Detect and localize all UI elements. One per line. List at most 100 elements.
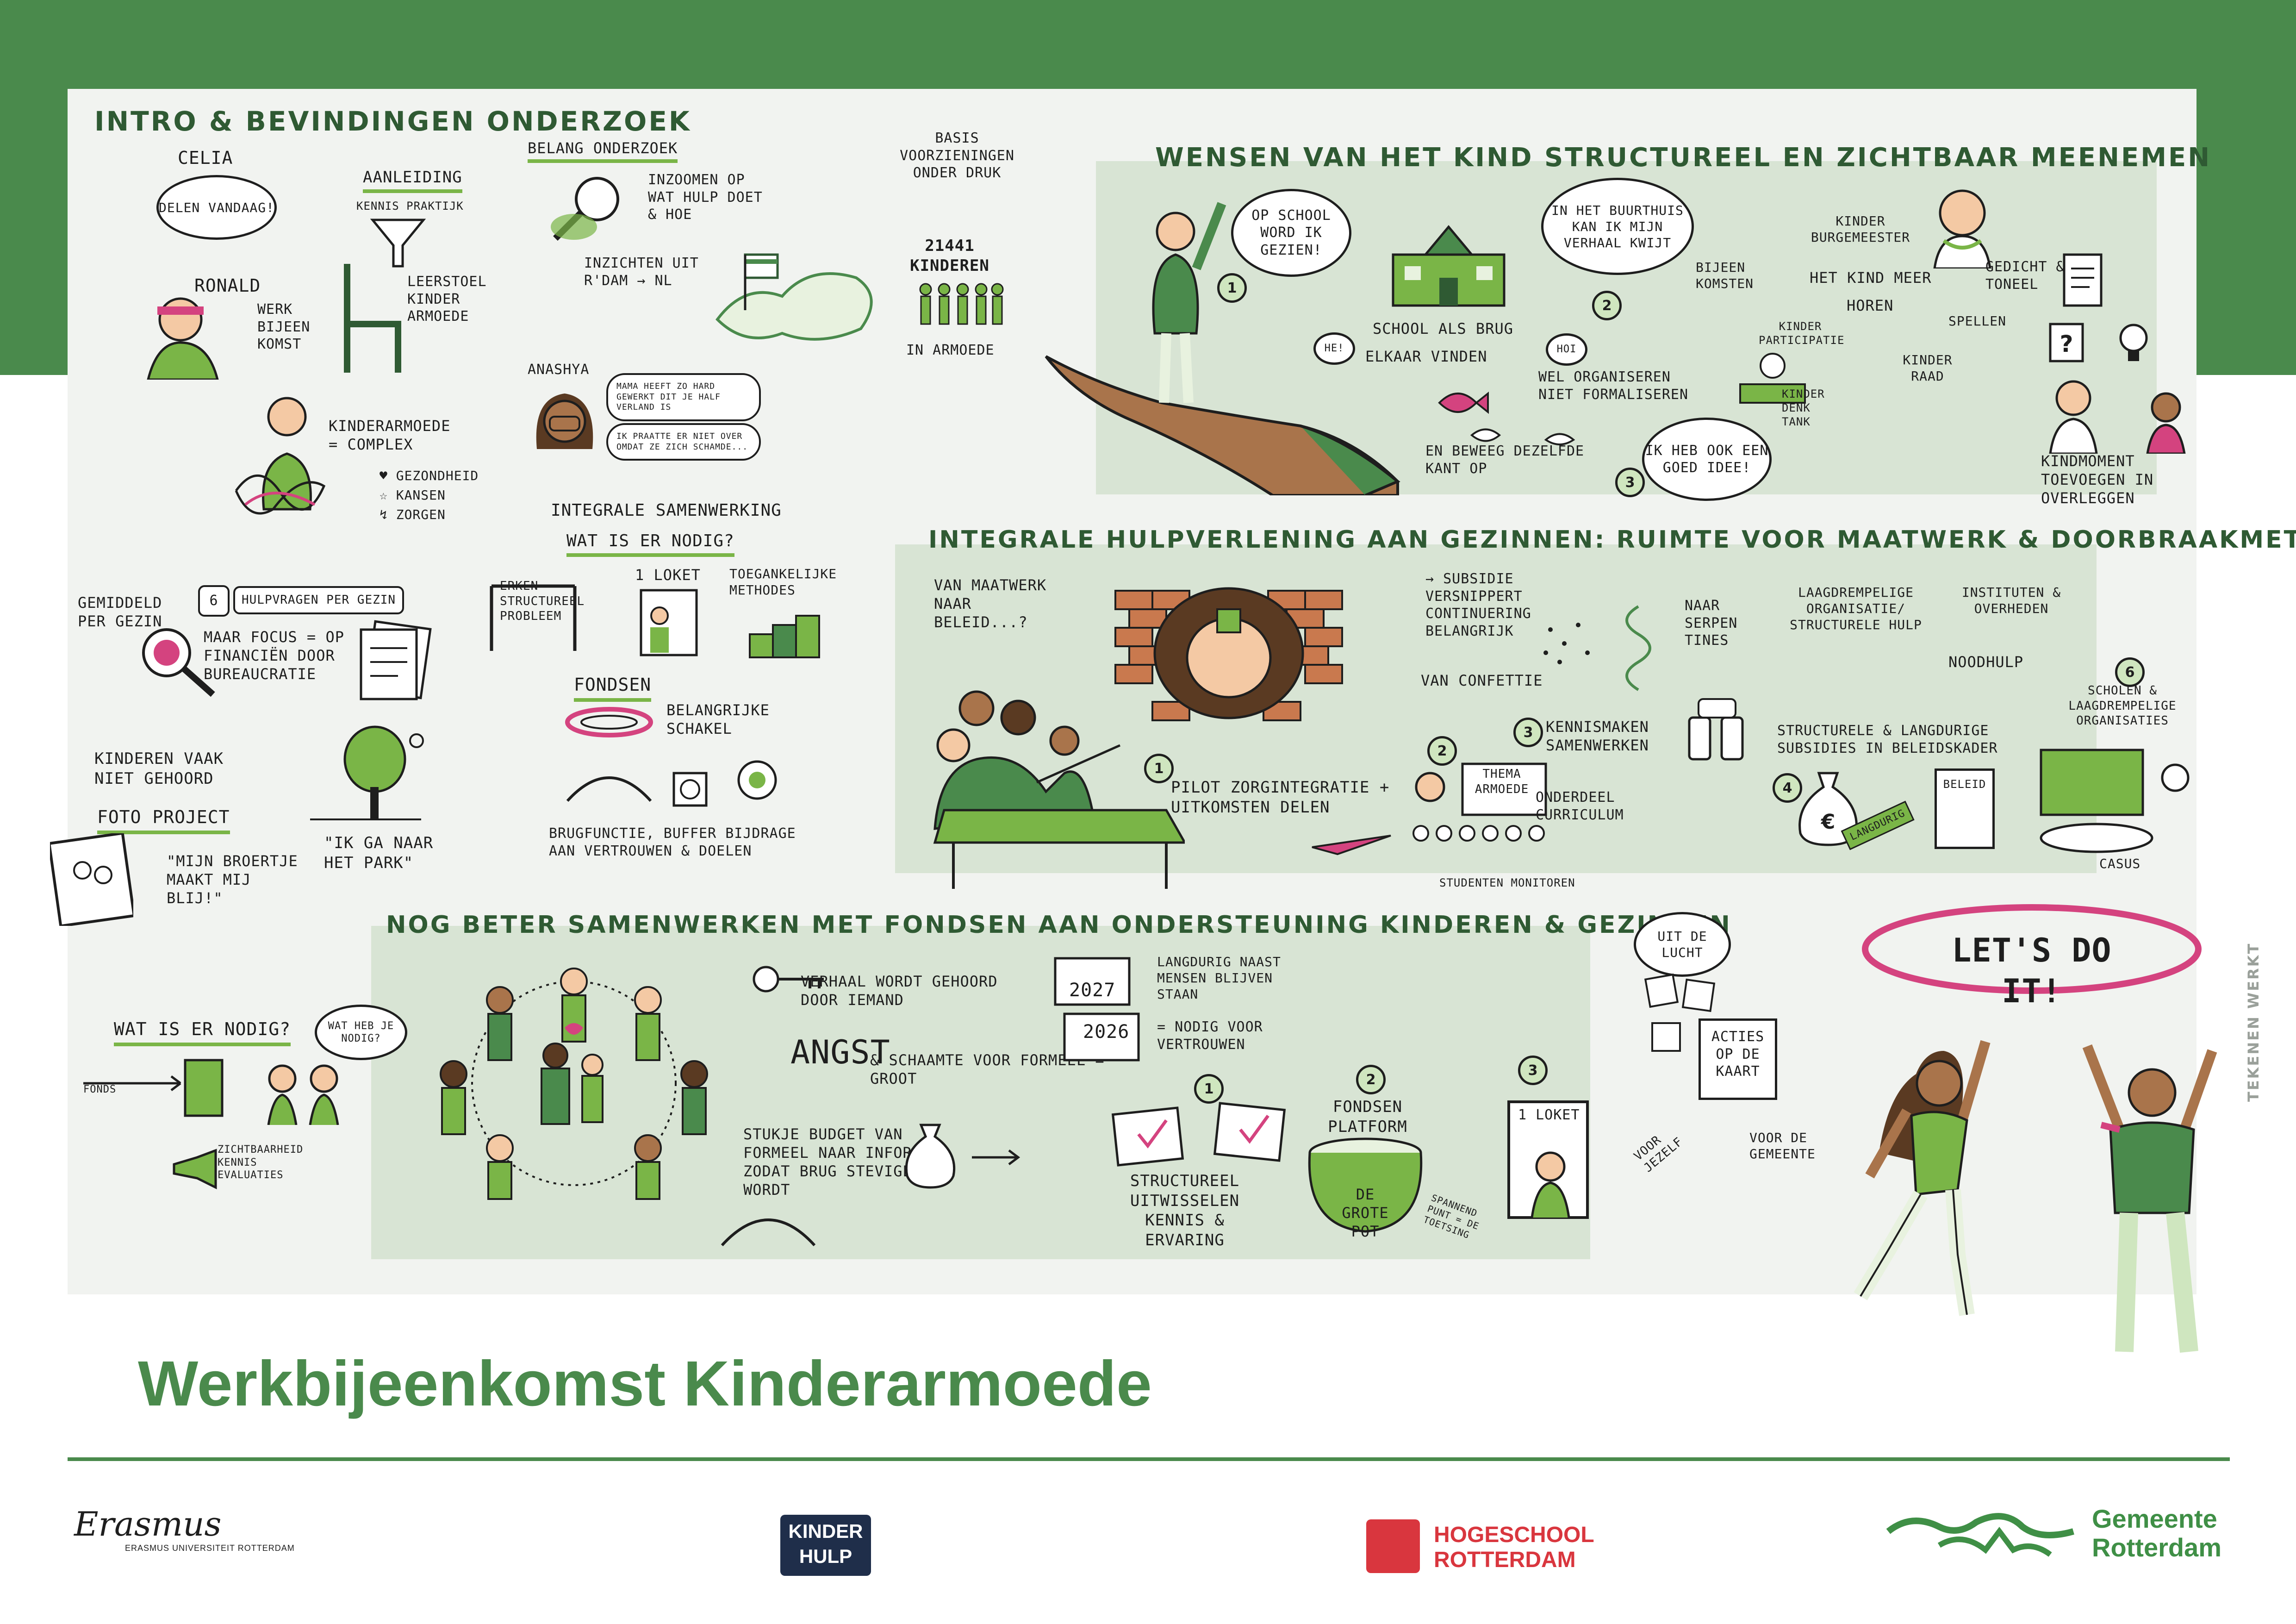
gezondheid-label: ♥ GEZONDHEID bbox=[380, 468, 479, 483]
tree-icon bbox=[310, 725, 424, 820]
step-2c-badge: 2 bbox=[1356, 1065, 1386, 1094]
celia-name: CELIA bbox=[178, 148, 233, 168]
artist-credit: TEKENEN WERKT bbox=[2245, 942, 2262, 1102]
checklist-icons bbox=[1111, 1102, 1286, 1167]
step-1c-badge: 1 bbox=[1194, 1074, 1224, 1104]
brugfunctie-label: BRUGFUNCTIE, BUFFER BIJDRAGE AAN VERTROU… bbox=[549, 825, 796, 859]
elkaar-vinden-label: ELKAAR VINDEN bbox=[1365, 348, 1487, 365]
pilot-label: PILOT ZORGINTEGRATIE + UITKOMSTEN DELEN bbox=[1171, 778, 1390, 817]
school-brug-label: SCHOOL ALS BRUG bbox=[1373, 320, 1513, 337]
langdurig-staan-label: LANGDURIG NAAST MENSEN BLIJVEN STAAN bbox=[1157, 954, 1281, 1002]
paper-plane-icon bbox=[1312, 835, 1391, 856]
step-2-number: 2 bbox=[1602, 297, 1612, 314]
svg-text:?: ? bbox=[2060, 331, 2073, 357]
anashya-quote-2: IK PRAATTE ER NIET OVER OMDAT ZE ZICH SC… bbox=[606, 423, 761, 461]
belangrijke-schakel-label: BELANGRIJKE SCHAKEL bbox=[666, 701, 770, 737]
budget-bag-bridge-icon bbox=[721, 1124, 1020, 1247]
kind-meer-label: HET KIND MEER bbox=[1810, 269, 1932, 287]
step-1-number: 1 bbox=[1227, 280, 1237, 296]
anashya-figure bbox=[536, 394, 593, 449]
big-pot-icon bbox=[1308, 1137, 1423, 1233]
step-2b-number: 2 bbox=[1437, 743, 1447, 759]
anashya-name: ANASHYA bbox=[528, 362, 590, 378]
op-school-bubble: OP SCHOOL WORD IK GEZIEN! bbox=[1231, 189, 1351, 277]
fonds-arrow-label: FONDS bbox=[83, 1084, 117, 1095]
step-4-badge: 4 bbox=[1773, 773, 1802, 803]
kinderarmoede-complex-label: KINDERARMOEDE = COMPLEX bbox=[329, 417, 451, 453]
circle-of-people-icon bbox=[440, 968, 708, 1200]
step-1-badge: 1 bbox=[1217, 273, 1247, 303]
step-1b-badge: 1 bbox=[1144, 754, 1174, 783]
erken-label: ERKEN STRUCTUREEL PROBLEEM bbox=[500, 579, 585, 623]
magnifier-money-icon bbox=[142, 628, 215, 697]
grote-pot-label: DE GROTE POT bbox=[1342, 1186, 1389, 1240]
gemeente-line-2: Rotterdam bbox=[2092, 1533, 2222, 1562]
step-2c-number: 2 bbox=[1366, 1071, 1376, 1088]
door-figures-icon bbox=[83, 1059, 339, 1125]
maatwerk-label: VAN MAATWERK NAAR BELEID...? bbox=[934, 576, 1047, 631]
question-lightbulb-icons: ? bbox=[2049, 323, 2148, 362]
classroom-icon bbox=[1412, 762, 1547, 842]
broertje-quote: "MIJN BROERTJE MAAKT MIJ BLIJ!" bbox=[167, 852, 298, 907]
subsidie-label: → SUBSIDIE VERSNIPPERT CONTINUERING BELA… bbox=[1425, 571, 1531, 639]
kindmoment-label: KINDMOMENT TOEVOEGEN IN OVERLEGGEN bbox=[2041, 452, 2154, 507]
step-4-number: 4 bbox=[1782, 780, 1792, 796]
verhaal-label: VERHAAL WORDT GEHOORD DOOR IEMAND bbox=[801, 973, 998, 1009]
hogeschool-emblem bbox=[1366, 1519, 1420, 1573]
hogeschool-line-2: ROTTERDAM bbox=[1434, 1548, 1576, 1572]
step-3b-number: 3 bbox=[1523, 724, 1533, 741]
step-6-badge: 6 bbox=[2115, 657, 2145, 687]
integrale-samenwerking-label: INTEGRALE SAMENWERKING bbox=[551, 501, 782, 520]
hogeschool-logo: HOGESCHOOL ROTTERDAM bbox=[1366, 1518, 1607, 1574]
step-2-badge: 2 bbox=[1592, 291, 1622, 320]
zichtbaarheid-label: ZICHTBAARHEID KENNIS EVALUATIES bbox=[218, 1144, 304, 1181]
intro-heading: INTRO & BEVINDINGEN ONDERZOEK bbox=[94, 106, 691, 137]
funnel-icon bbox=[370, 219, 426, 268]
loket-fondsen-label: 1 LOKET bbox=[1518, 1107, 1580, 1123]
gemeente-logo: Gemeente Rotterdam bbox=[2092, 1505, 2231, 1565]
school-building-icon bbox=[1392, 225, 1506, 307]
step-6-number: 6 bbox=[2125, 664, 2135, 681]
falling-notes-icon bbox=[1644, 973, 1716, 1052]
buurthuis-bubble: IN HET BUURTHUIS KAN IK MIJN VERHAAL KWI… bbox=[1541, 178, 1694, 275]
jaar-2026: 2026 bbox=[1083, 1021, 1130, 1043]
noodhulp-label: NOODHULP bbox=[1948, 653, 2024, 671]
gemeente-emblem-icon bbox=[1886, 1513, 2074, 1557]
kennis-praktijk-label: KENNIS PRAKTIJK bbox=[356, 200, 464, 212]
loket-label: 1 LOKET bbox=[635, 566, 701, 584]
kennismaken-label: KENNISMAKEN SAMENWERKEN bbox=[1546, 718, 1649, 754]
team-puzzle-table-icon bbox=[933, 690, 1185, 889]
onderdeel-label: ONDERDEEL CURRICULUM bbox=[1536, 789, 1624, 823]
hulpvragen-label: HULPVRAGEN PER GEZIN bbox=[233, 586, 404, 614]
chair-icon bbox=[344, 264, 401, 373]
budget-label: STUKJE BUDGET VAN FORMEEL NAAR INFORMEEL… bbox=[743, 1125, 950, 1199]
bijeenkomsten-label: BIJEEN KOMSTEN bbox=[1696, 260, 1754, 291]
celia-speech-bubble: DELEN VANDAAG! bbox=[156, 175, 277, 240]
tangled-child-icon bbox=[235, 397, 326, 515]
step-3-badge: 3 bbox=[1615, 468, 1645, 497]
participatie-label: KINDER PARTICIPATIE bbox=[1759, 320, 1845, 347]
kinderen-gehoord-label: KINDEREN VAAK NIET GEHOORD bbox=[94, 750, 224, 788]
scroll-icon bbox=[2063, 253, 2103, 307]
erasmus-logo: Erasmus ERASMUS UNIVERSITEIT ROTTERDAM bbox=[74, 1505, 352, 1560]
step-2b-badge: 2 bbox=[1427, 736, 1457, 766]
kinderhulp-line-1: KINDER bbox=[788, 1520, 863, 1542]
jaar-2027: 2027 bbox=[1069, 980, 1116, 1001]
hulpvragen-count: 6 bbox=[198, 585, 230, 617]
hei-bubble: HE! bbox=[1313, 332, 1355, 365]
serpentines-label: NAAR SERPEN TINES bbox=[1685, 598, 1738, 649]
bridge-washer-target-icon bbox=[566, 760, 777, 807]
step-1c-number: 1 bbox=[1204, 1081, 1214, 1097]
toegankelijke-label: TOEGANKELIJKE METHODES bbox=[729, 566, 837, 598]
erasmus-wordmark: Erasmus bbox=[74, 1505, 222, 1543]
thema-label: THEMA ARMOEDE bbox=[1475, 767, 1529, 796]
calendar-icons bbox=[1054, 957, 1140, 1062]
anashya-quote-1: MAMA HEEFT ZO HARD GEWERKT DIT JE HALF V… bbox=[606, 373, 761, 421]
scholen-label: SCHOLEN & LAAGDREMPELIGE ORGANISATIES bbox=[2068, 684, 2177, 728]
inzichten-label: INZICHTEN UIT R'DAM → NL bbox=[584, 255, 699, 289]
integrale-hulp-heading: INTEGRALE HULPVERLENING AAN GEZINNEN: RU… bbox=[928, 526, 2296, 554]
fondsen-section-heading: NOG BETER SAMENWERKEN MET FONDSEN AAN ON… bbox=[386, 911, 1732, 939]
horen-label: HOREN bbox=[1847, 297, 1894, 314]
fish-icons bbox=[1438, 391, 1575, 445]
studenten-label: STUDENTEN MONITOREN bbox=[1439, 876, 1575, 889]
